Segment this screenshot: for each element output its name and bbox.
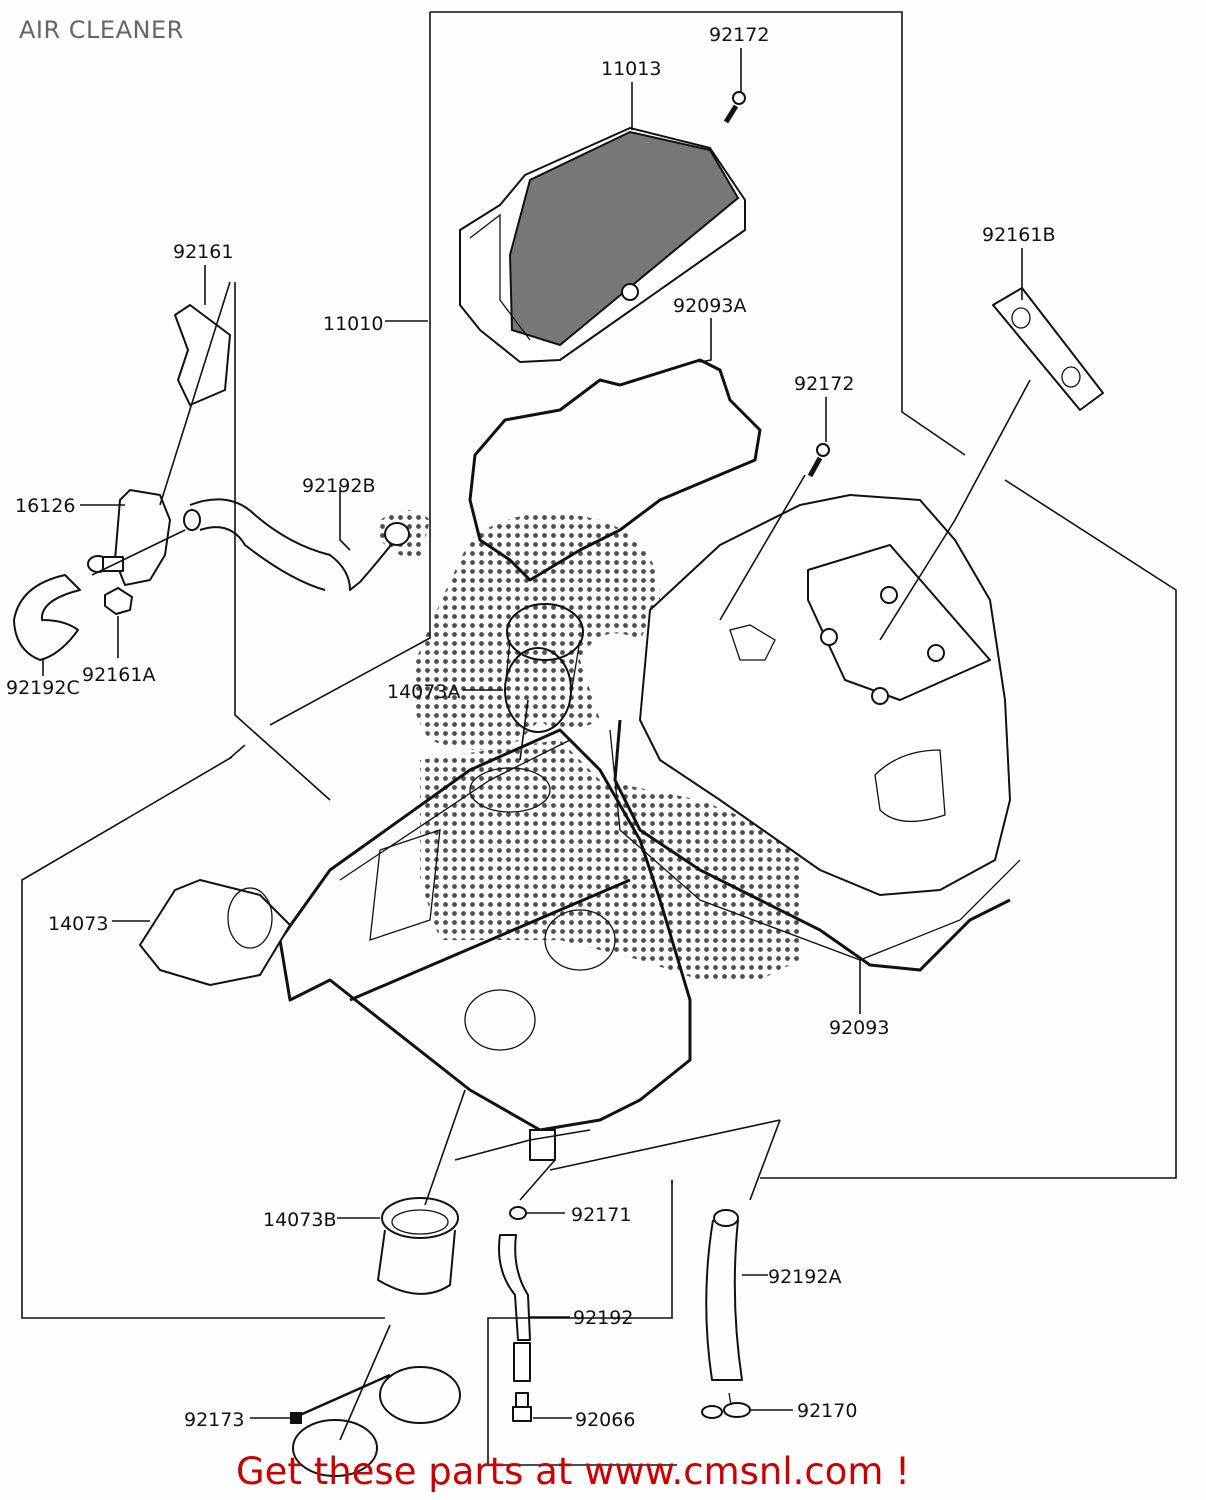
plug-92066[interactable] [512,1392,532,1422]
callout-92161[interactable]: 92161 [173,241,233,263]
hose-92192C[interactable] [13,574,81,661]
seal-gasket-92093A[interactable] [468,358,762,582]
assembly-boundary-lines [21,11,1177,1466]
leader-lines [42,48,1031,1441]
callout-92161A[interactable]: 92161A [82,664,155,686]
seal-gasket-92093[interactable] [613,719,1011,972]
callout-11010[interactable]: 11010 [323,313,383,335]
callout-92172-top[interactable]: 92172 [709,24,769,46]
duct-funnel-14073B[interactable] [377,1197,459,1295]
damper-92161A[interactable] [104,587,133,615]
callout-92192[interactable]: 92192 [573,1307,633,1329]
duct-funnel-14073A[interactable] [504,603,584,733]
hose-92192[interactable] [498,1234,531,1341]
callout-14073[interactable]: 14073 [48,913,108,935]
callout-92171[interactable]: 92171 [571,1204,631,1226]
callout-92192A[interactable]: 92192A [768,1266,841,1288]
callout-11013[interactable]: 11013 [601,58,661,80]
callout-labels: 92172 11013 92161 11010 92093A 92161B 92… [6,24,1055,1431]
damper-plate-92161B[interactable] [992,287,1104,411]
hose-92192B[interactable] [183,498,410,591]
callout-92066[interactable]: 92066 [575,1409,635,1431]
bolt-92172-middle[interactable] [807,443,830,478]
valve-16126[interactable] [87,489,171,586]
promo-link[interactable]: Get these parts at www.cmsnl.com ! [236,1450,911,1493]
callout-92172-middle[interactable]: 92172 [794,373,854,395]
callout-14073B[interactable]: 14073B [263,1209,336,1231]
callout-92161B[interactable]: 92161B [982,224,1055,246]
clamp-92171[interactable] [509,1206,527,1220]
air-cleaner-upper-housing[interactable] [609,494,1021,961]
callout-16126[interactable]: 16126 [15,495,75,517]
diagram-title: AIR CLEANER [19,16,184,44]
callout-92093[interactable]: 92093 [829,1017,889,1039]
damper-bracket-92161[interactable] [174,304,231,406]
drain-hose-92192A[interactable] [705,1219,743,1381]
air-cleaner-lower-case[interactable] [278,728,692,1161]
band-clamp-92173[interactable] [290,1366,461,1477]
callout-92173[interactable]: 92173 [184,1409,244,1431]
callout-14073A[interactable]: 14073A [387,681,460,703]
callout-92192B[interactable]: 92192B [302,475,375,497]
callout-92093A[interactable]: 92093A [673,295,746,317]
bolt-92172-top[interactable] [723,91,746,124]
drain-hose-92192A-end [713,1209,739,1227]
hose-92192-end [513,1342,531,1382]
callout-92170[interactable]: 92170 [797,1400,857,1422]
air-filter-element-11013[interactable] [459,127,746,363]
clip-92170[interactable] [701,1392,751,1419]
watermark-halftone [380,510,800,980]
callout-92192C[interactable]: 92192C [6,677,80,699]
duct-14073[interactable] [139,879,291,986]
